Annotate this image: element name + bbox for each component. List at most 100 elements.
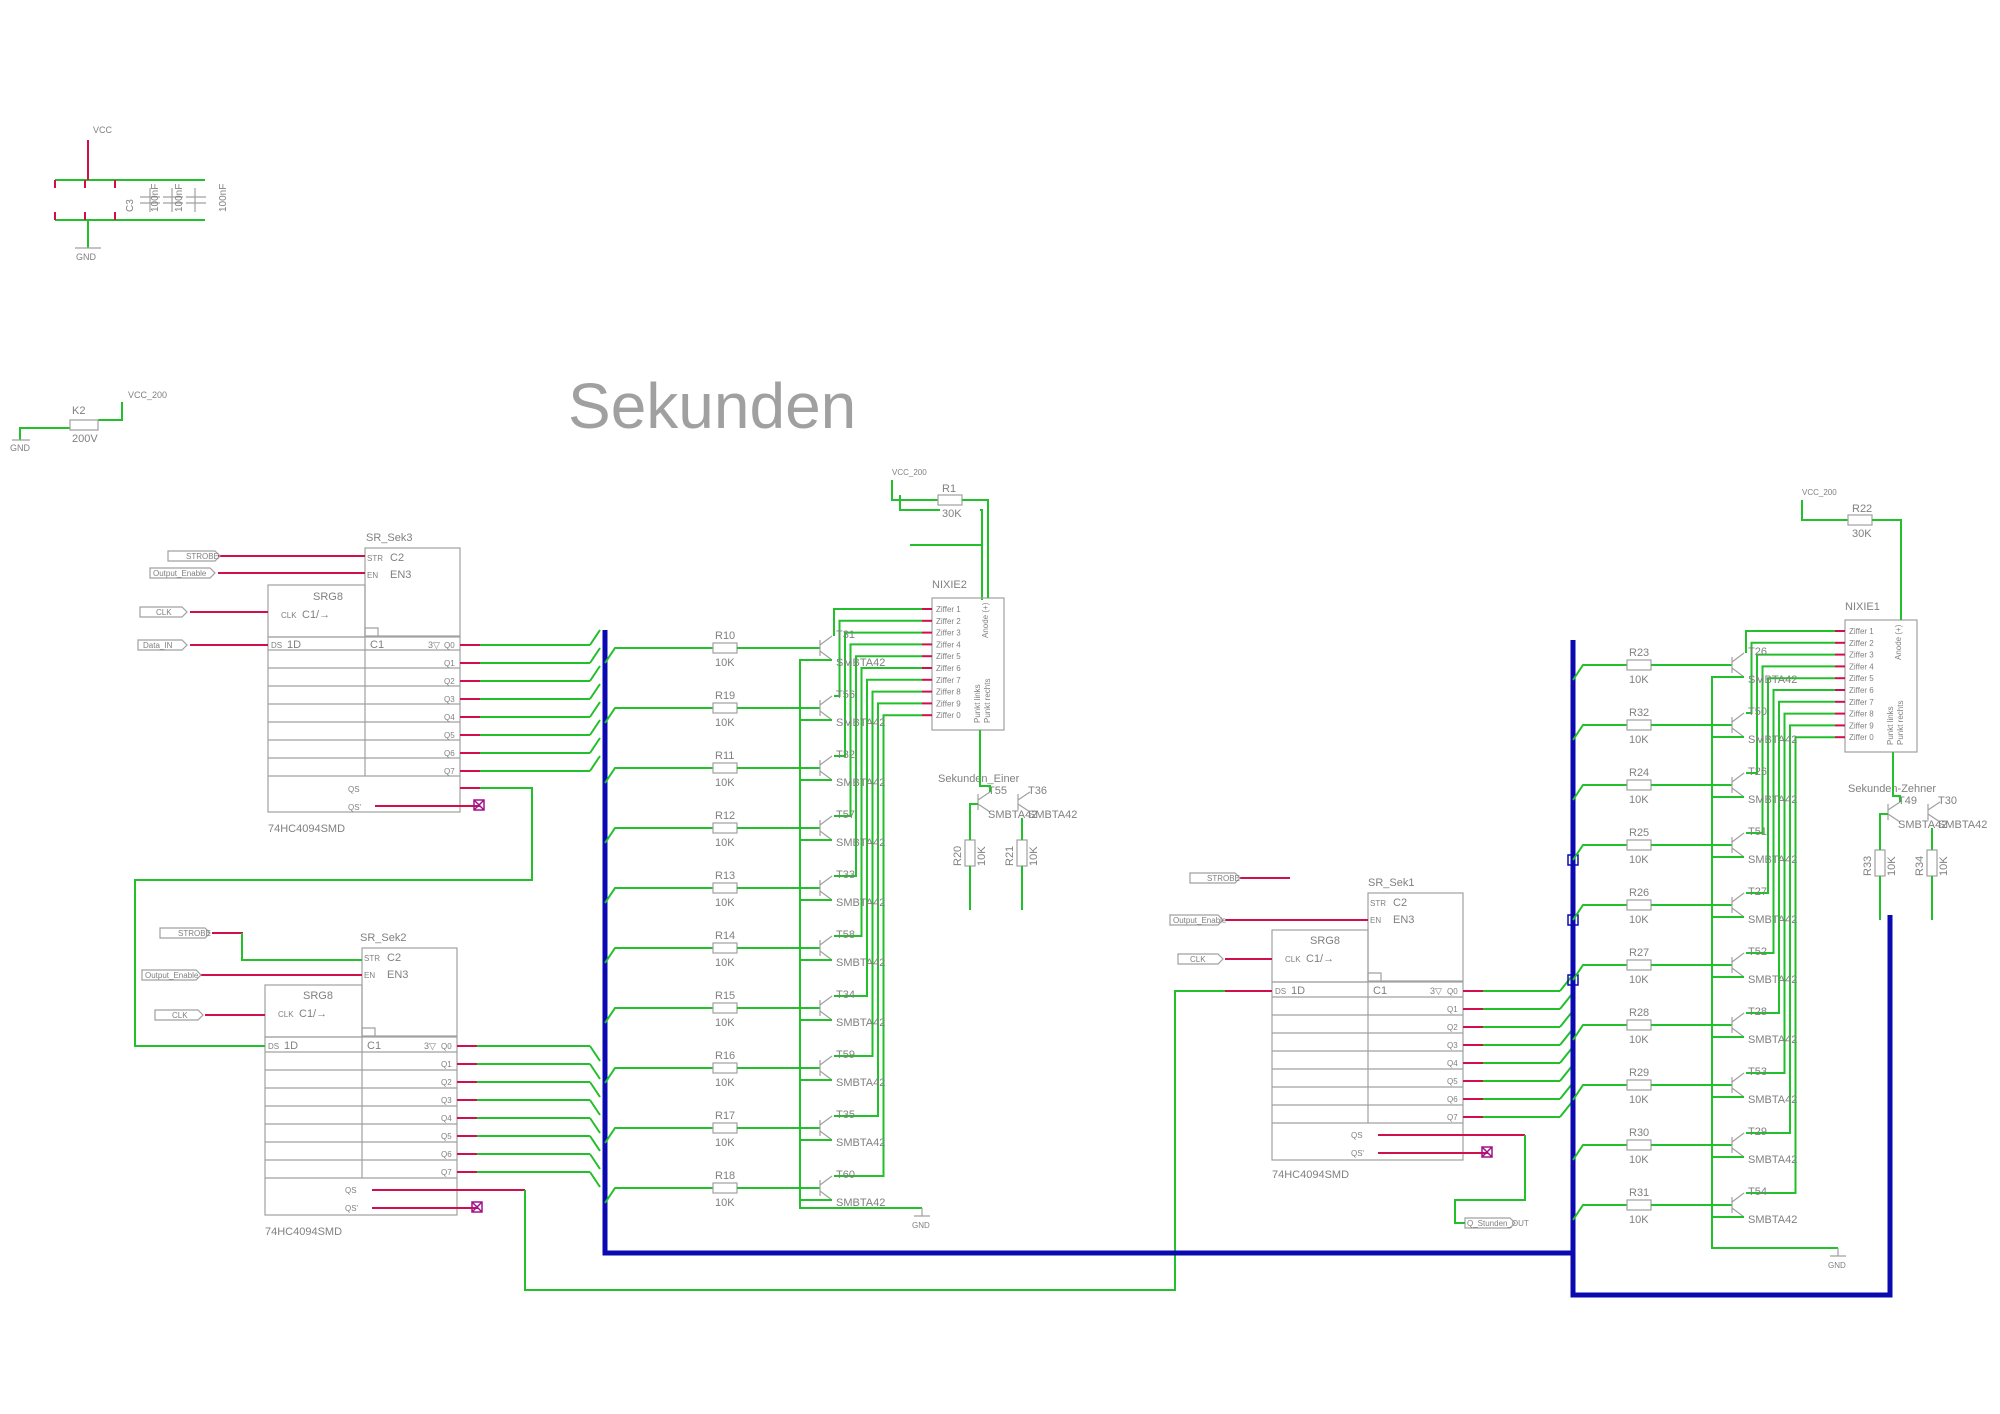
nixie2-dot-base-a bbox=[969, 803, 978, 840]
nixie1-pin-label: Ziffer 1 bbox=[1849, 627, 1874, 636]
nixie2-collector-wire bbox=[834, 690, 922, 1057]
nixie1-pin-label: Ziffer 7 bbox=[1849, 698, 1874, 707]
svg-text:EN: EN bbox=[364, 971, 375, 980]
nixie1-name: NIXIE1 bbox=[1845, 601, 1880, 613]
nixie1-digit-res-value: 10K bbox=[1629, 1094, 1649, 1106]
nixie1-base-wire bbox=[1572, 964, 1627, 981]
nixie2-digit-res-name: R11 bbox=[715, 750, 734, 762]
nixie2-transistor bbox=[819, 1115, 833, 1141]
nixie1-anode-feed bbox=[1872, 519, 1902, 620]
nixie1-dot-left-label: Punkt links bbox=[1886, 706, 1895, 745]
nixie1-digit-resistor bbox=[1626, 659, 1652, 671]
nixie2-transistor-name: T31 bbox=[836, 629, 855, 641]
nixie1-digit-res-name: R23 bbox=[1629, 647, 1649, 659]
nixie1-digit-res-value: 10K bbox=[1629, 1154, 1649, 1166]
sek3-name: SR_Sek3 bbox=[366, 532, 412, 544]
nixie1-digit-resistor bbox=[1626, 1199, 1652, 1211]
nixie1-anode-wire bbox=[1801, 500, 1848, 521]
cap-c6-value: 100nF bbox=[218, 184, 229, 212]
cap-c4-value: 100nF bbox=[150, 184, 161, 212]
nixie1-dot-transistor bbox=[1887, 801, 1901, 823]
nixie1-digit-res-value: 10K bbox=[1629, 734, 1649, 746]
nixie1-transistor bbox=[1731, 952, 1745, 978]
nixie1-pin-label: Ziffer 3 bbox=[1849, 651, 1874, 660]
nixie1-digit-res-name: R31 bbox=[1629, 1187, 1649, 1199]
nixie2-digit-res-name: R19 bbox=[715, 690, 735, 702]
vcc200-label: VCC_200 bbox=[128, 390, 167, 400]
sek3-srg8: SRG8 bbox=[313, 591, 343, 603]
nixie1-dot-resistor bbox=[1926, 849, 1938, 877]
nixie1-collector-wire bbox=[1746, 641, 1835, 714]
nixie1-dot-transistor-name: T30 bbox=[1938, 795, 1957, 807]
nixie2-transistor-type: SMBTA42 bbox=[836, 957, 885, 969]
nixie1-transistor-type: SMBTA42 bbox=[1748, 974, 1797, 986]
nixie1-transistor-name: T27 bbox=[1748, 886, 1767, 898]
svg-text:DS: DS bbox=[1275, 987, 1286, 996]
nixie2-anode-wire bbox=[891, 480, 938, 501]
nixie1-base-wire bbox=[1572, 844, 1627, 861]
nixie2-base-wire bbox=[604, 1007, 713, 1024]
nixie1-pin-label: Ziffer 9 bbox=[1849, 721, 1874, 730]
svg-text:Q5: Q5 bbox=[441, 1132, 452, 1141]
svg-text:Output_Enable: Output_Enable bbox=[153, 569, 207, 578]
nixie2-dot-transistor-name: T36 bbox=[1028, 785, 1047, 797]
nixie1-digit-res-name: R26 bbox=[1629, 887, 1649, 899]
nixie2-transistor-name: T56 bbox=[836, 689, 855, 701]
svg-text:Q5: Q5 bbox=[444, 731, 455, 740]
nixie2-digit-res-value: 10K bbox=[715, 1077, 735, 1089]
cap-c3-name: C3 bbox=[125, 199, 136, 212]
svg-text:DS: DS bbox=[271, 641, 282, 650]
nixie2-transistor bbox=[819, 935, 833, 961]
k2-name: K2 bbox=[72, 405, 85, 417]
nixie1-transistor-name: T28 bbox=[1748, 1006, 1767, 1018]
nixie1-digit-res-value: 10K bbox=[1629, 854, 1649, 866]
nixie2-pin-label: Ziffer 7 bbox=[936, 676, 961, 685]
nixie2-anode-res-name: R1 bbox=[942, 483, 956, 495]
nixie2-name: NIXIE2 bbox=[932, 579, 967, 591]
shift-register-sek1: SR_Sek1 74HC4094SMD SRG8 STR C2 EN EN3 C… bbox=[1169, 872, 1529, 1229]
nixie1-digit-res-value: 10K bbox=[1629, 794, 1649, 806]
svg-text:Q2: Q2 bbox=[1447, 1023, 1458, 1032]
nixie2-digit-resistor bbox=[712, 1002, 738, 1014]
svg-text:3▽: 3▽ bbox=[424, 1041, 436, 1051]
nixie2-transistor-type: SMBTA42 bbox=[836, 1197, 885, 1209]
nixie1-collector-wire bbox=[1746, 677, 1835, 894]
nixie1-digit-res-name: R29 bbox=[1629, 1067, 1649, 1079]
nixie1-transistor-name: T29 bbox=[1748, 1126, 1767, 1138]
svg-text:Q0: Q0 bbox=[441, 1042, 452, 1051]
nixie2-transistor-name: T58 bbox=[836, 929, 855, 941]
nixie1-transistor-name: T54 bbox=[1748, 1186, 1767, 1198]
nixie2-digit-res-value: 10K bbox=[715, 657, 735, 669]
nixie2-pin-label: Ziffer 4 bbox=[936, 640, 961, 649]
nixie2-digit-res-name: R14 bbox=[715, 930, 735, 942]
svg-text:Q4: Q4 bbox=[441, 1114, 452, 1123]
nixie1-dot-resistor bbox=[1874, 849, 1886, 877]
nixie2-dot-collector bbox=[979, 730, 991, 792]
nixie1-anode-res-name: R22 bbox=[1852, 503, 1872, 515]
nixie2-collector-wire bbox=[834, 714, 922, 1177]
nixie2-digit-res-name: R13 bbox=[715, 870, 735, 882]
nixie2-emitter-wire bbox=[799, 899, 922, 1209]
svg-text:3▽: 3▽ bbox=[1430, 986, 1442, 996]
nixie1-anode-res-value: 30K bbox=[1852, 528, 1872, 540]
nixie1-emitter-wire bbox=[1711, 736, 1838, 1249]
nixie1-transistor-name: T52 bbox=[1748, 946, 1767, 958]
svg-text:Q3: Q3 bbox=[444, 695, 455, 704]
svg-text:Q0: Q0 bbox=[1447, 987, 1458, 996]
nixie1-base-wire bbox=[1572, 904, 1627, 921]
svg-text:Q1: Q1 bbox=[444, 659, 455, 668]
sek2-part: 74HC4094SMD bbox=[265, 1226, 342, 1238]
nixie1-dot-res-name: R33 bbox=[1862, 856, 1874, 876]
svg-text:EN3: EN3 bbox=[1393, 914, 1414, 926]
nixie2-anode-res-value: 30K bbox=[942, 508, 962, 520]
nixie1-transistor bbox=[1731, 1192, 1745, 1218]
nixie1-transistor-type: SMBTA42 bbox=[1748, 1214, 1797, 1226]
nixie2-pin-label: Ziffer 5 bbox=[936, 652, 961, 661]
nixie1-collector-wire bbox=[1746, 724, 1835, 1134]
svg-text:1D: 1D bbox=[287, 639, 301, 651]
nixie1-collector-wire bbox=[1746, 665, 1835, 834]
nixie2-group-label: Sekunden_Einer bbox=[938, 773, 1020, 785]
nixie2-digit-res-name: R12 bbox=[715, 810, 735, 822]
nixie1-digit-resistor bbox=[1626, 899, 1652, 911]
